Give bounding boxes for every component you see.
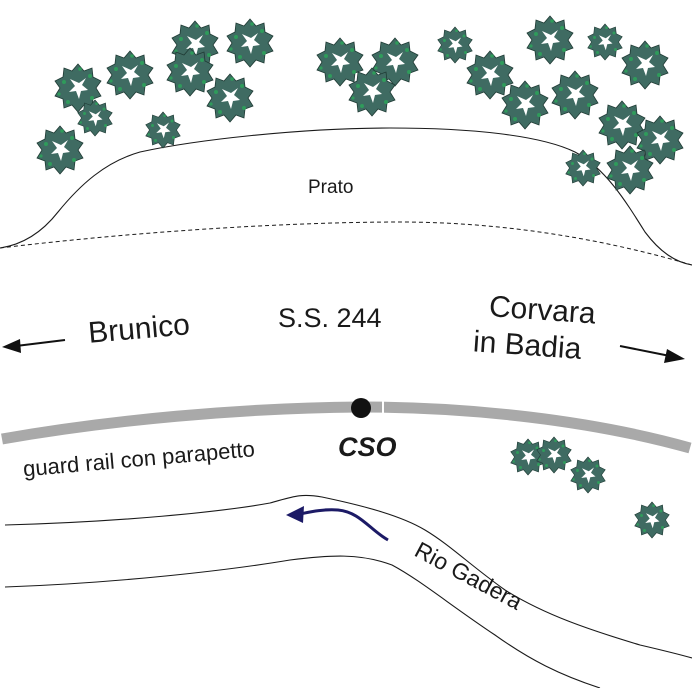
meadow-outline bbox=[0, 127, 692, 266]
tree-icon bbox=[438, 27, 473, 63]
tree-icon bbox=[598, 100, 646, 150]
tree-icon bbox=[206, 73, 254, 123]
arrow-icon bbox=[619, 345, 685, 363]
tree-icon bbox=[588, 24, 623, 60]
meadow-boundary-dashed bbox=[0, 221, 692, 266]
arrow-icon bbox=[2, 339, 66, 353]
tree-icon bbox=[526, 15, 574, 65]
tree-icon bbox=[501, 80, 549, 130]
tree-group-middle bbox=[316, 37, 419, 117]
tree-icon bbox=[571, 457, 606, 493]
right-destination-label-line1: Corvara bbox=[488, 290, 597, 330]
tree-icon bbox=[466, 50, 514, 100]
tree-group-left bbox=[36, 18, 274, 175]
tree-icon bbox=[36, 125, 84, 175]
left-destination-label: Brunico bbox=[87, 308, 191, 350]
dot-marker-icon bbox=[351, 398, 371, 418]
tree-icon bbox=[146, 112, 181, 148]
tree-icon bbox=[621, 40, 669, 90]
tree-icon bbox=[316, 37, 364, 87]
tree-icon bbox=[106, 50, 154, 100]
road-label: S.S. 244 bbox=[278, 303, 382, 333]
tree-icon bbox=[537, 437, 572, 473]
curved-arrow-icon bbox=[299, 508, 389, 542]
curved-arrow-head bbox=[286, 506, 304, 523]
right-destination-label-line2: in Badia bbox=[472, 325, 583, 366]
tree-icon bbox=[566, 150, 601, 186]
tree-icon bbox=[226, 18, 274, 68]
river-bank-upper bbox=[4, 494, 692, 659]
guard-rail-label: guard rail con parapetto bbox=[22, 436, 256, 481]
tree-icon bbox=[635, 502, 670, 538]
meadow-label: Prato bbox=[308, 177, 353, 198]
tree-group-lower-right bbox=[511, 437, 670, 538]
cso-label: CSO bbox=[338, 432, 397, 462]
tree-icon bbox=[551, 70, 599, 120]
river-bank-lower bbox=[4, 555, 601, 688]
tree-group-right bbox=[438, 15, 684, 195]
river-label: Rio Gadera bbox=[411, 536, 527, 614]
